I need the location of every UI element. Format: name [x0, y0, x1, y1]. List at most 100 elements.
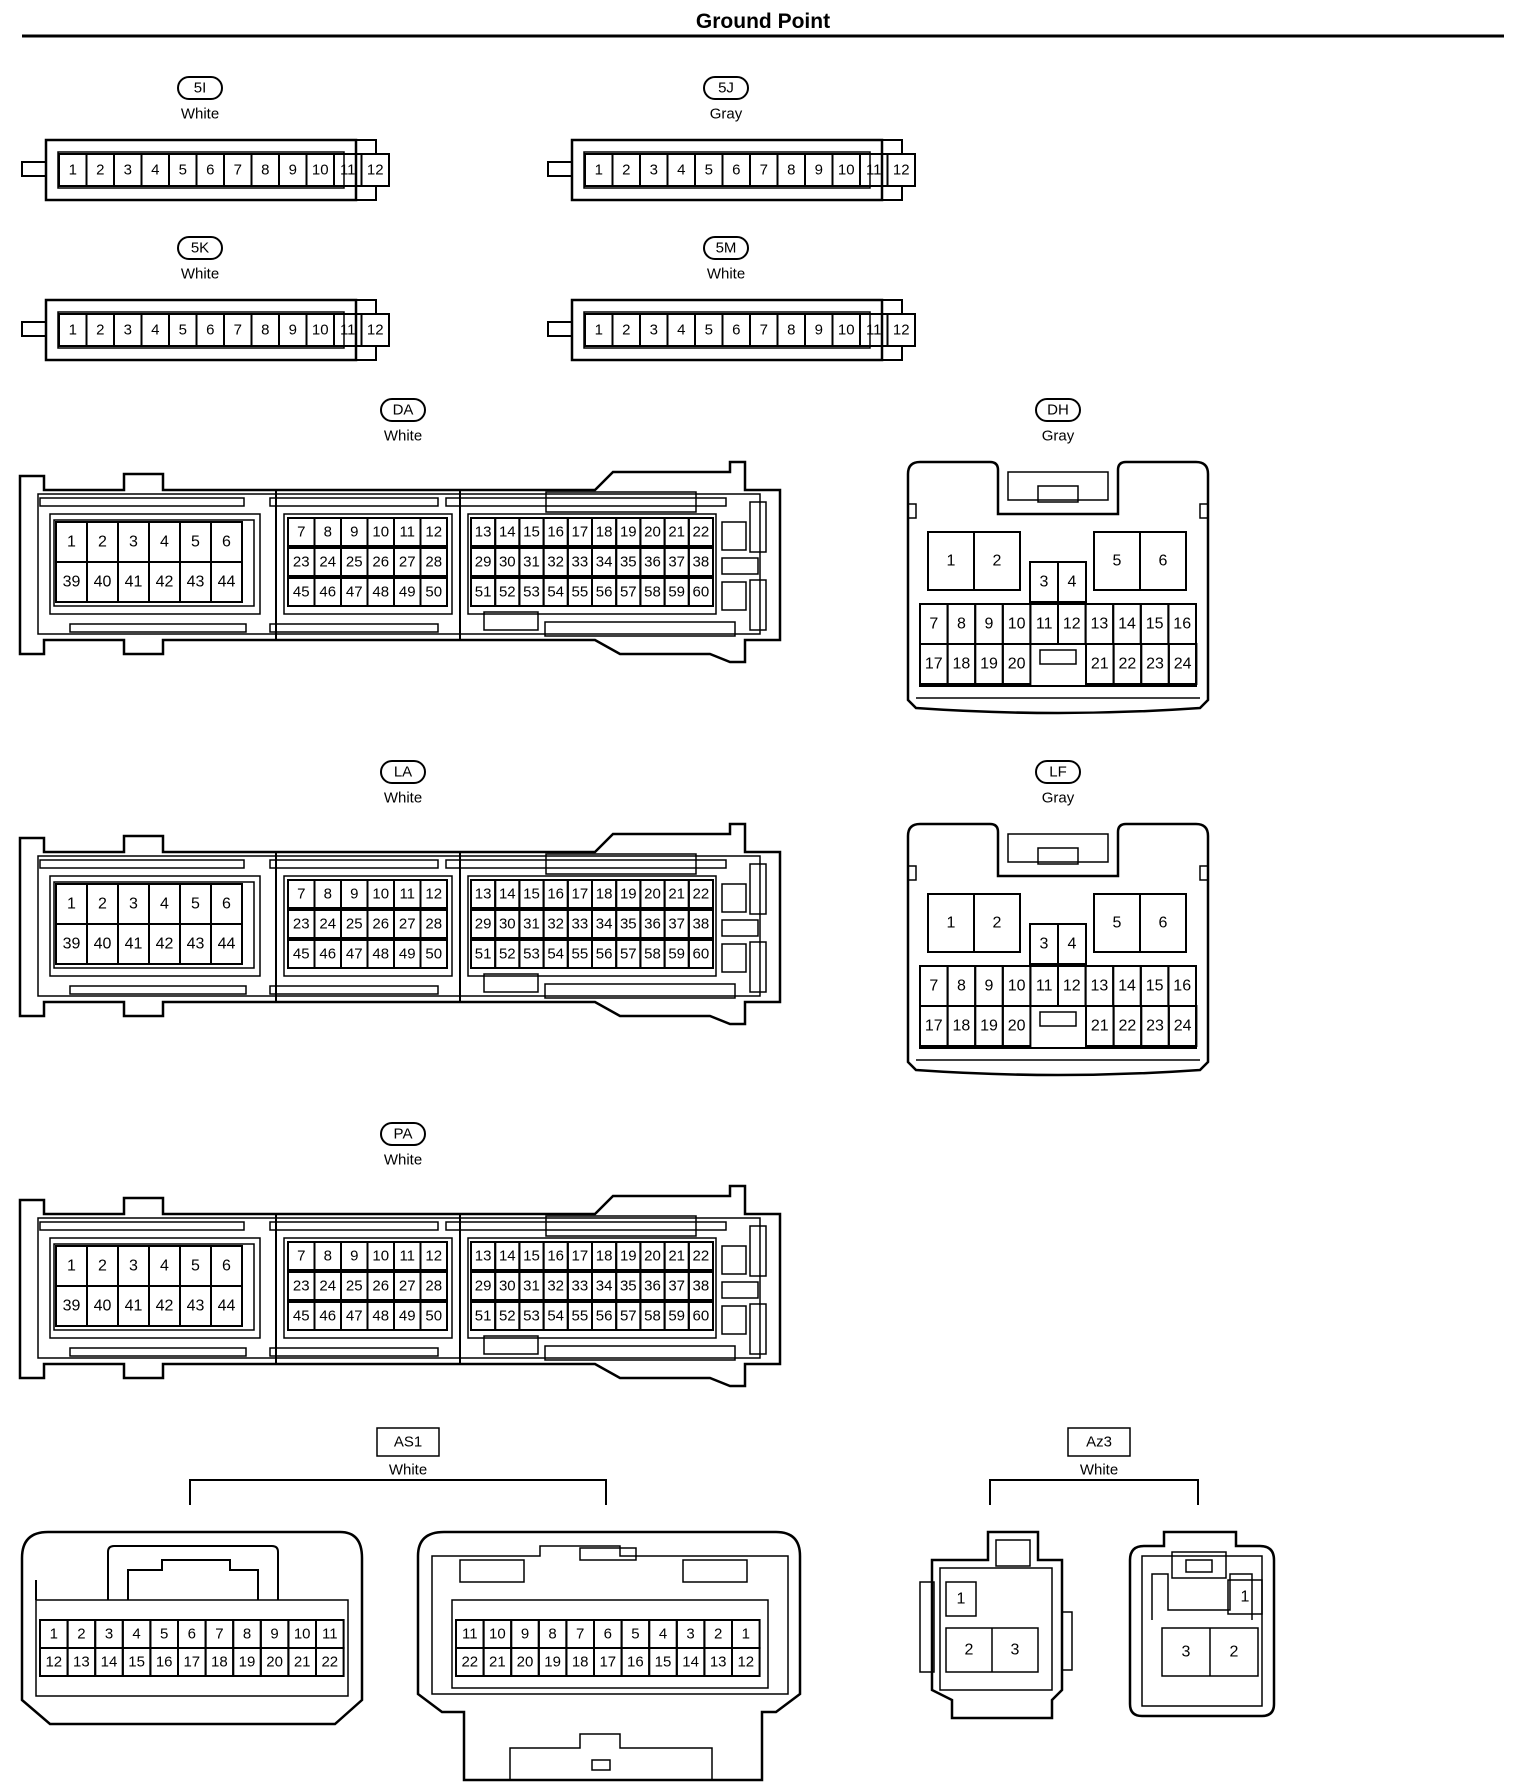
- pin-number: 32: [547, 916, 564, 933]
- pin-number: 4: [160, 896, 169, 913]
- pin-number: 18: [211, 1654, 228, 1671]
- connector-code-badge: [376, 1427, 440, 1457]
- pin-number: 7: [760, 322, 768, 339]
- pin-number: 1: [50, 1626, 58, 1643]
- pin-number: 2: [993, 915, 1002, 932]
- pin-number: 13: [475, 524, 492, 541]
- pin-number: 13: [710, 1654, 727, 1671]
- pin-number: 44: [218, 936, 236, 953]
- pin-number: 17: [572, 524, 589, 541]
- pin-number: 3: [686, 1626, 694, 1643]
- connector-color: White: [389, 1462, 427, 1479]
- slot: [39, 859, 245, 869]
- pin-number: 40: [94, 574, 112, 591]
- pin-number: 23: [293, 554, 310, 571]
- pin-number: 18: [596, 524, 613, 541]
- pin-number: 1: [1241, 1589, 1250, 1606]
- pin-number: 19: [620, 524, 637, 541]
- pin-number: 41: [125, 574, 143, 591]
- pin-cell: [419, 577, 448, 607]
- housing-outline: [939, 1567, 1053, 1691]
- pin-block-inner: [53, 881, 255, 969]
- pin-number: 56: [596, 1308, 613, 1325]
- connector-code-badge: [380, 760, 426, 784]
- male-housing: [930, 1530, 1064, 1720]
- housing-outline: [127, 1559, 259, 1600]
- pin-number: 2: [714, 1626, 722, 1643]
- pin-number: 8: [324, 524, 332, 541]
- pin-number: 8: [548, 1626, 556, 1643]
- pin-number: 20: [517, 1654, 534, 1671]
- pin-number: 31: [523, 554, 540, 571]
- latch: [1037, 485, 1079, 503]
- pin-number: 27: [399, 916, 416, 933]
- pin-number: 12: [45, 1654, 62, 1671]
- slot: [39, 1221, 245, 1231]
- pin-number: 46: [319, 946, 336, 963]
- pin-number: 16: [547, 524, 564, 541]
- pin-number: 8: [261, 162, 269, 179]
- pin-number: 49: [399, 584, 416, 601]
- pin-number: 2: [1230, 1644, 1239, 1661]
- slot: [269, 623, 439, 633]
- pin-number: 3: [1040, 936, 1049, 953]
- pin-block: [49, 513, 261, 615]
- connector-code: 5J: [718, 80, 734, 97]
- pin-number: 11: [399, 524, 415, 541]
- slot: [544, 621, 736, 637]
- inner-frame: [37, 1217, 761, 1359]
- pin-number: 7: [929, 978, 938, 995]
- pin-cell: [1057, 923, 1087, 965]
- pin-cell: [687, 909, 714, 939]
- pin-number: 9: [289, 322, 297, 339]
- slot: [545, 853, 697, 875]
- pin-number: 9: [985, 978, 994, 995]
- pin-number: 10: [838, 322, 855, 339]
- pin-number: 26: [372, 554, 389, 571]
- slot: [269, 859, 439, 869]
- pin-number: 19: [544, 1654, 561, 1671]
- pin-number: 46: [319, 584, 336, 601]
- pin-number: 19: [980, 656, 998, 673]
- pin-number: 5: [1113, 915, 1122, 932]
- pin-number: 3: [129, 534, 138, 551]
- pin-cell: [1001, 1005, 1032, 1047]
- pin-number: 33: [572, 916, 589, 933]
- latch-window: [721, 1245, 747, 1275]
- slot: [269, 497, 439, 507]
- pin-number: 16: [547, 886, 564, 903]
- connector-color: White: [707, 266, 745, 283]
- pin-number: 8: [324, 1248, 332, 1265]
- slot: [69, 1347, 247, 1357]
- pin-number: 17: [572, 1248, 589, 1265]
- connector-code: PA: [394, 1126, 413, 1143]
- pin-number: 35: [620, 1278, 637, 1295]
- housing-outline: [1141, 1555, 1263, 1707]
- pin-number: 12: [425, 524, 442, 541]
- pin-number: 9: [350, 1248, 358, 1265]
- latch-window: [721, 919, 759, 937]
- pin-number: 15: [523, 1248, 540, 1265]
- pin-number: 43: [187, 936, 205, 953]
- connector-color: Gray: [710, 106, 743, 123]
- pin-number: 13: [475, 1248, 492, 1265]
- pin-number: 6: [732, 322, 740, 339]
- pin-number: 5: [705, 162, 713, 179]
- housing-outline: [44, 298, 358, 362]
- pin-number: 48: [372, 946, 389, 963]
- pin-cell: [886, 313, 916, 347]
- latch-window: [749, 501, 767, 553]
- slot: [445, 497, 727, 507]
- pin-cell: [687, 1271, 714, 1301]
- pin-number: 11: [1036, 978, 1053, 995]
- female-housing: [416, 1530, 802, 1782]
- pin-number: 49: [399, 946, 416, 963]
- pin-number: 41: [125, 1298, 143, 1315]
- pin-number: 26: [372, 916, 389, 933]
- connector-color: White: [384, 1152, 422, 1169]
- pin-number: 3: [650, 162, 658, 179]
- pin-number: 20: [644, 1248, 661, 1265]
- pin-number: 3: [129, 1258, 138, 1275]
